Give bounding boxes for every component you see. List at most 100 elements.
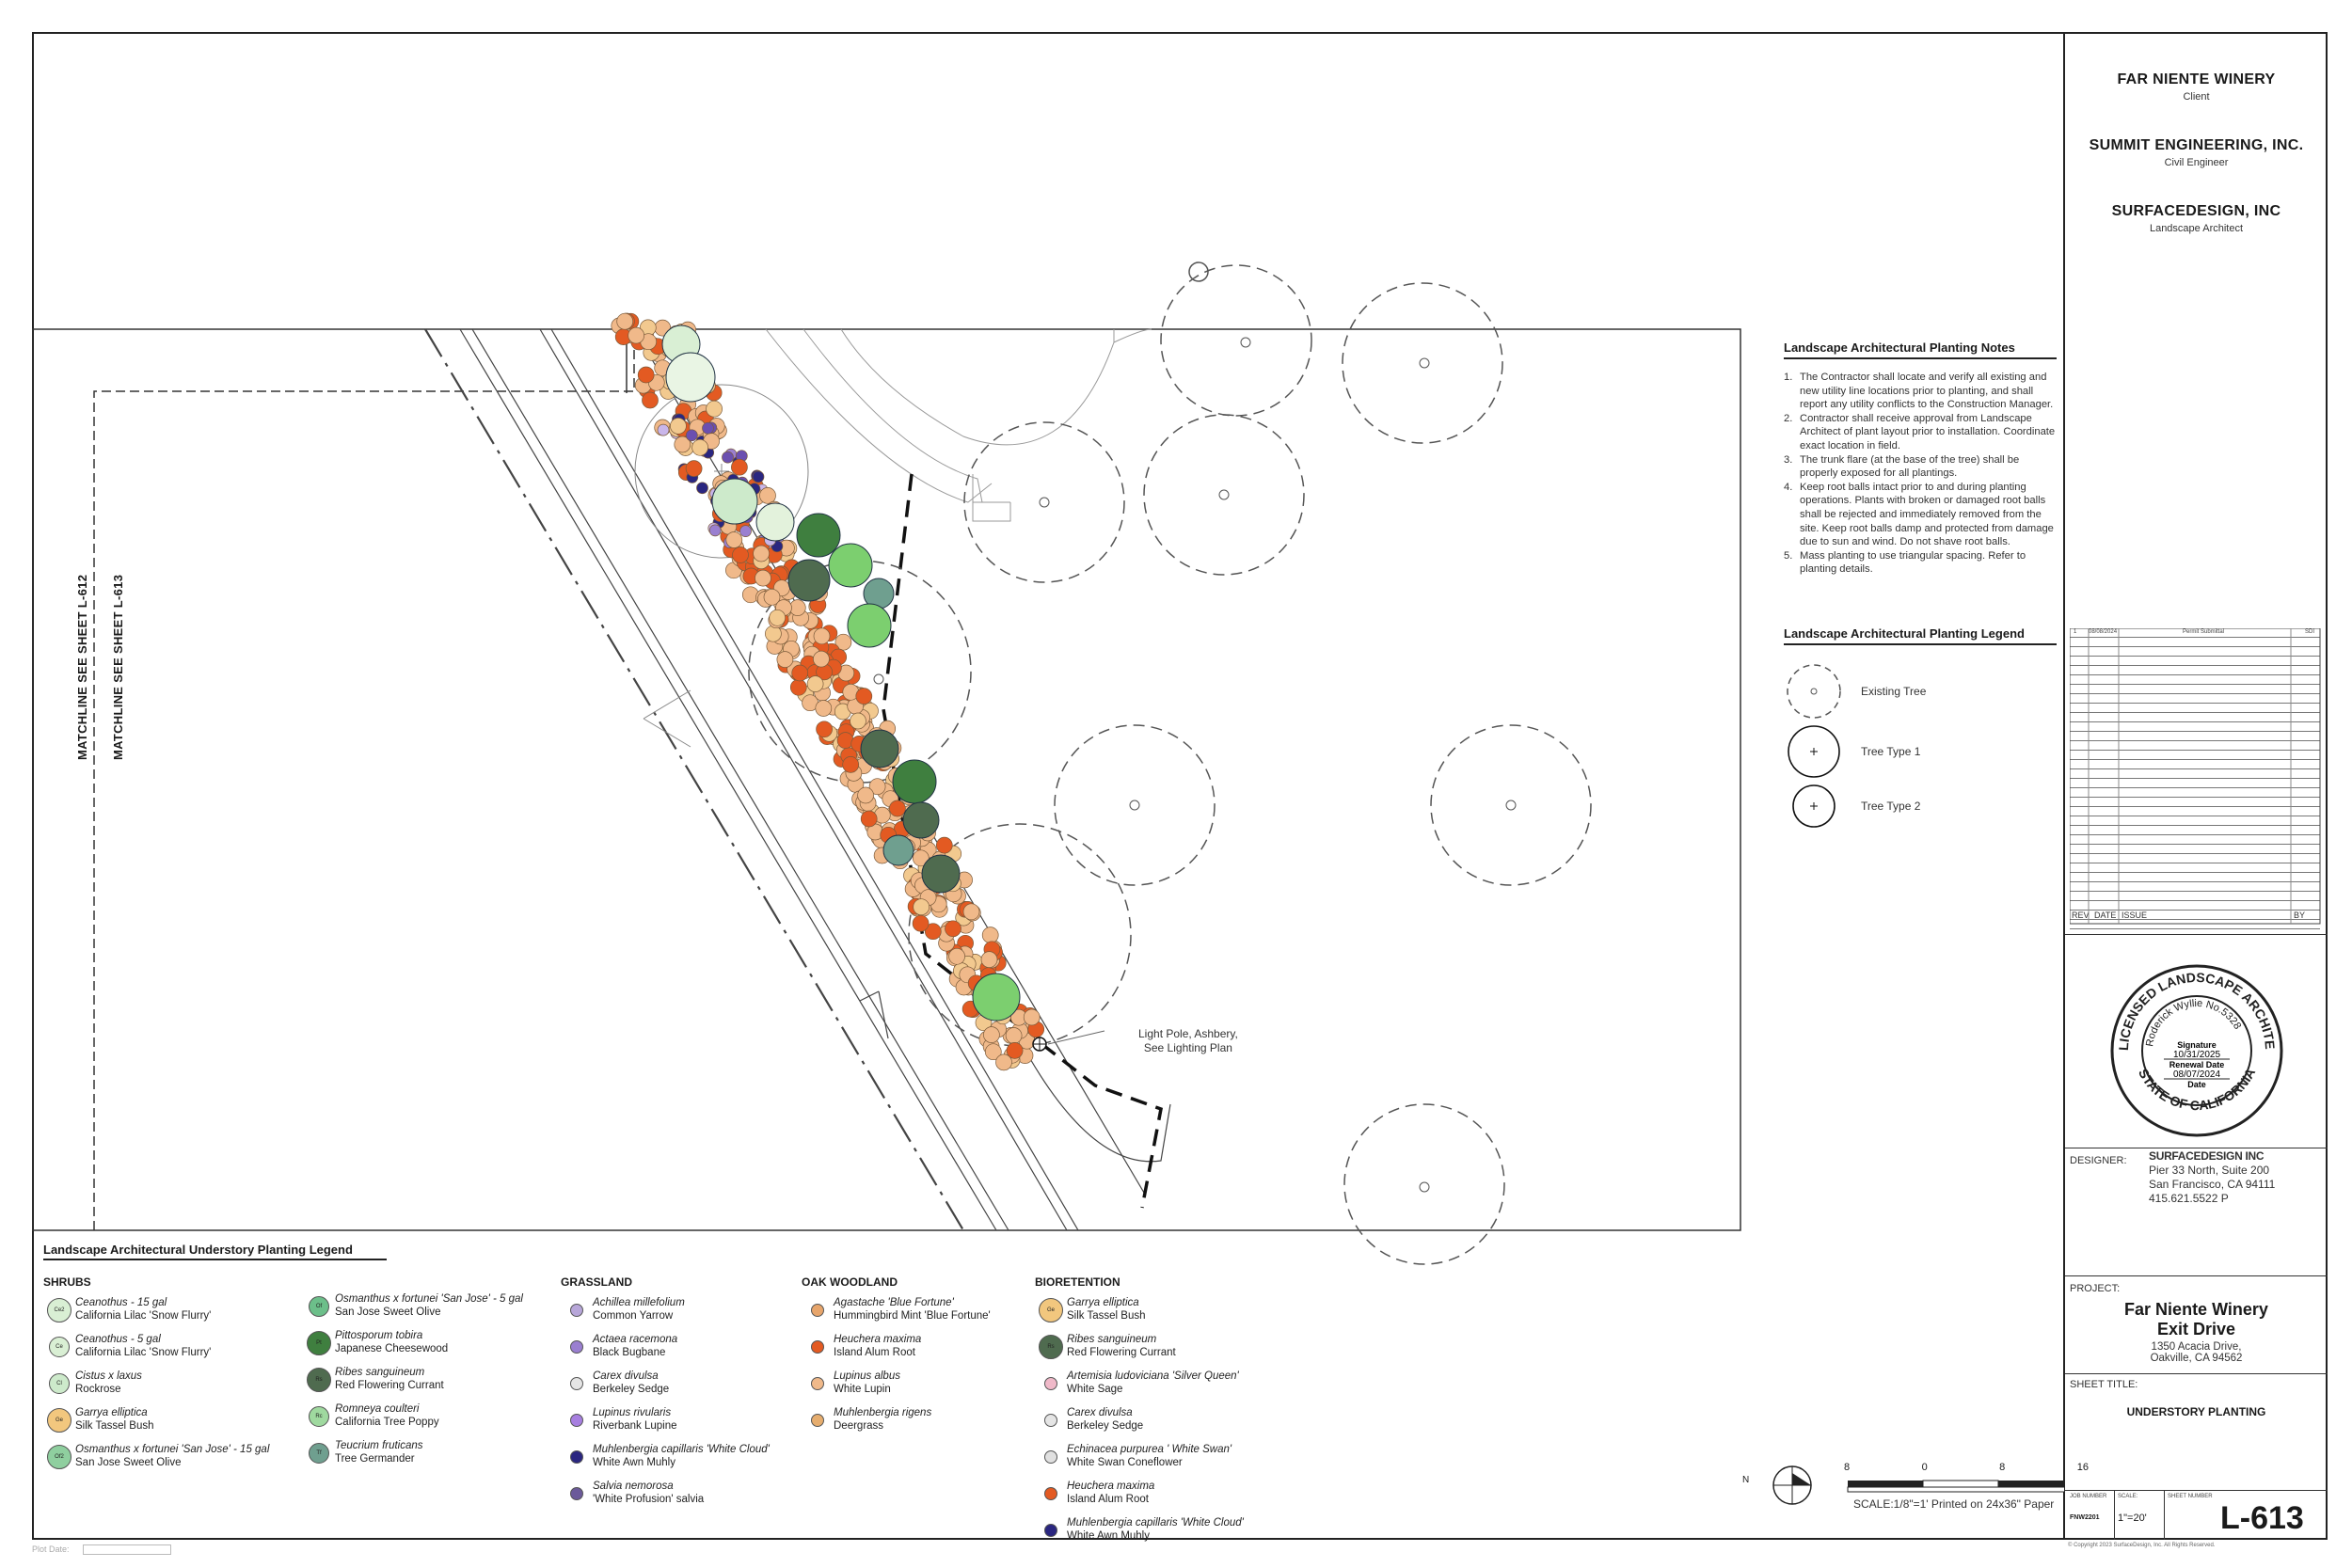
plant-common-name: Red Flowering Currant bbox=[335, 1380, 444, 1391]
plant-latin-name: Carex divulsa bbox=[1067, 1407, 1133, 1418]
plant-symbol-icon bbox=[811, 1377, 824, 1390]
engineer-block: SUMMIT ENGINEERING, INC. Civil Engineer bbox=[2065, 137, 2328, 168]
tree-legend: Landscape Architectural Planting Legend … bbox=[1784, 626, 2057, 830]
bioretention-heading: BIORETENTION bbox=[1035, 1275, 1120, 1289]
perennial-plant-mark bbox=[995, 1053, 1012, 1071]
plant-common-name: San Jose Sweet Olive bbox=[335, 1307, 441, 1318]
plant-symbol-icon bbox=[1044, 1450, 1057, 1464]
legend-tree-type-1: Tree Type 1 bbox=[1784, 724, 2057, 779]
shrub-plant-mark bbox=[921, 854, 961, 894]
project-name-2: Exit Drive bbox=[2156, 1320, 2236, 1338]
stamp-signature-label: Signature bbox=[2177, 1040, 2217, 1050]
project-name-1: Far Niente Winery bbox=[2124, 1300, 2268, 1319]
plant-latin-name: Ribes sanguineum bbox=[1067, 1334, 1157, 1345]
client-block: FAR NIENTE WINERY Client bbox=[2065, 71, 2328, 103]
plant-symbol-icon bbox=[1044, 1414, 1057, 1427]
revision-row-line bbox=[2070, 826, 2320, 835]
revision-row-line bbox=[2070, 845, 2320, 854]
perennial-plant-mark bbox=[983, 1026, 1000, 1043]
rev-header-issue: ISSUE bbox=[2122, 911, 2148, 920]
project-block: Far Niente Winery Exit Drive 1350 Acacia… bbox=[2065, 1300, 2328, 1364]
shrub-plant-mark bbox=[860, 729, 899, 768]
plant-symbol-icon bbox=[570, 1487, 583, 1500]
project-label: PROJECT: bbox=[2070, 1283, 2121, 1294]
perennial-plant-mark bbox=[691, 438, 708, 456]
note-text: Contractor shall receive approval from L… bbox=[1800, 412, 2056, 451]
perennial-plant-mark bbox=[731, 458, 748, 476]
perennial-plant-mark bbox=[912, 914, 930, 932]
revision-row-line bbox=[2070, 920, 2320, 929]
north-label: N bbox=[1742, 1475, 1750, 1485]
plant-symbol-icon: Ge bbox=[1039, 1298, 1063, 1323]
plant-symbol-icon bbox=[811, 1304, 824, 1317]
revision-row-line bbox=[2070, 628, 2320, 638]
plant-latin-name: Artemisia ludoviciana 'Silver Queen' bbox=[1067, 1370, 1239, 1382]
perennial-plant-mark bbox=[685, 460, 703, 477]
perennial-plant-mark bbox=[642, 391, 659, 409]
light-pole-callout: Light Pole, Ashbery, See Lighting Plan bbox=[1138, 1027, 1238, 1055]
perennial-plant-mark bbox=[763, 588, 781, 606]
revision-table-lines bbox=[2070, 628, 2321, 925]
plant-common-name: California Lilac 'Snow Flurry' bbox=[75, 1310, 212, 1322]
rev-header-date: DATE bbox=[2094, 911, 2117, 920]
revision-row-1: 1 08/08/2024 Permit Submittal SDI bbox=[2070, 629, 2320, 638]
designer-phone: 415.621.5522 P bbox=[2149, 1192, 2229, 1205]
plant-latin-name: Cistus x laxus bbox=[75, 1370, 142, 1382]
light-pole-label-2: See Lighting Plan bbox=[1143, 1041, 1232, 1054]
plant-latin-name: Muhlenbergia capillaris 'White Cloud' bbox=[593, 1444, 770, 1455]
note-number: 3. bbox=[1784, 453, 1793, 466]
plant-symbol-icon: Ce2 bbox=[47, 1298, 72, 1323]
perennial-plant-mark bbox=[759, 487, 776, 504]
plant-symbol-icon: Rc bbox=[309, 1406, 329, 1427]
plant-common-name: California Tree Poppy bbox=[335, 1417, 439, 1428]
revision-row-line bbox=[2070, 892, 2320, 901]
plant-common-name: Island Alum Root bbox=[1067, 1494, 1149, 1505]
shrub-plant-mark bbox=[796, 513, 841, 558]
understory-legend: Landscape Architectural Understory Plant… bbox=[43, 1242, 387, 1260]
note-text: Mass planting to use triangular spacing.… bbox=[1800, 549, 2026, 576]
revision-row-line bbox=[2070, 722, 2320, 732]
rev-date: 08/08/2024 bbox=[2089, 629, 2118, 635]
plant-common-name: Berkeley Sedge bbox=[593, 1384, 670, 1395]
stamp-signature-date: 10/31/2025 bbox=[2173, 1050, 2220, 1060]
perennial-plant-mark bbox=[816, 721, 833, 738]
revision-row-line bbox=[2070, 694, 2320, 704]
plant-common-name: Red Flowering Currant bbox=[1067, 1347, 1176, 1358]
perennial-plant-mark bbox=[722, 451, 734, 464]
plant-latin-name: Lupinus rivularis bbox=[593, 1407, 672, 1418]
engineer-name: SUMMIT ENGINEERING, INC. bbox=[2089, 137, 2304, 153]
perennial-plant-mark bbox=[765, 625, 782, 642]
plant-latin-name: Agastache 'Blue Fortune' bbox=[834, 1297, 954, 1308]
perennial-plant-mark bbox=[637, 366, 655, 384]
perennial-plant-mark bbox=[842, 756, 860, 773]
note-number: 2. bbox=[1784, 412, 1793, 424]
planting-note-4: 4.Keep root balls intact prior to and du… bbox=[1784, 481, 2057, 549]
planting-note-1: 1.The Contractor shall locate and verify… bbox=[1784, 371, 2057, 412]
plant-latin-name: Achillea millefolium bbox=[593, 1297, 685, 1308]
shrub-plant-mark bbox=[665, 352, 716, 403]
note-number: 4. bbox=[1784, 481, 1793, 493]
perennial-plant-mark bbox=[789, 678, 807, 696]
revision-row-line bbox=[2070, 863, 2320, 873]
revision-row-line bbox=[2070, 657, 2320, 666]
shrub-plant-mark bbox=[847, 603, 892, 648]
perennial-plant-mark bbox=[948, 947, 965, 965]
stamp-date-label: Date bbox=[2187, 1080, 2206, 1089]
perennial-plant-mark bbox=[674, 436, 691, 453]
plant-symbol-icon bbox=[570, 1450, 583, 1464]
plant-symbol-icon: Cl bbox=[49, 1373, 70, 1394]
revision-row-line bbox=[2070, 675, 2320, 685]
perennial-plant-mark bbox=[753, 545, 770, 562]
plant-latin-name: Romneya coulteri bbox=[335, 1403, 420, 1415]
perennial-plant-mark bbox=[935, 836, 953, 854]
plant-symbol-icon: Of bbox=[309, 1296, 329, 1317]
plot-date-field bbox=[83, 1544, 171, 1555]
shrub-plant-mark bbox=[711, 478, 758, 525]
